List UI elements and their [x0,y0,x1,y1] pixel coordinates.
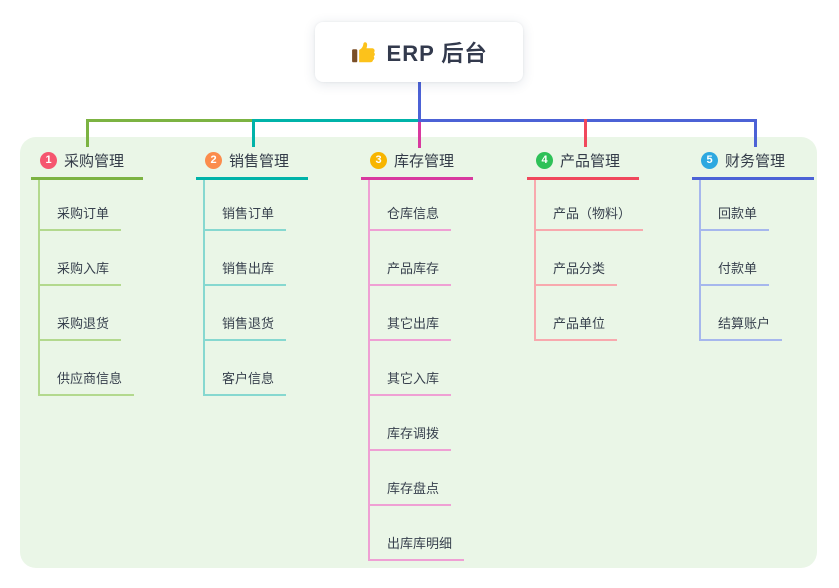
mindmap-node[interactable]: 采购订单 [40,180,122,231]
node-label: 客户信息 [222,371,275,386]
node-label: 库存盘点 [387,481,440,496]
node-label: 回款单 [718,206,758,221]
node-label: 采购订单 [57,206,110,221]
mindmap-node[interactable]: 回款单 [701,180,770,231]
node-label: 销售出库 [222,261,275,276]
mindmap-node[interactable]: 仓库信息 [370,180,452,231]
root-node-label: ERP 后台 [386,41,488,66]
node-label: 销售订单 [222,206,275,221]
branch-label: 库存管理 [394,153,455,170]
branch-header[interactable]: 4 产品管理 [527,150,639,180]
node-label: 付款单 [718,261,758,276]
mindmap-node[interactable]: 其它出库 [370,286,452,341]
edge-drop-purchase [86,119,89,147]
mindmap-node[interactable]: 销售订单 [205,180,287,231]
mindmap-node[interactable]: 产品库存 [370,231,452,286]
mindmap-node[interactable]: 结算账户 [701,286,783,341]
mindmap-node[interactable]: 采购退货 [40,286,122,341]
mindmap-panel [20,137,817,568]
node-label: 供应商信息 [57,371,123,386]
branch-children: 销售订单销售出库销售退货客户信息 [203,180,287,396]
mindmap-node[interactable]: 其它入库 [370,341,452,396]
edge-drop-inventory [418,122,421,148]
branch-label: 产品管理 [560,153,621,170]
node-label: 出库库明细 [387,536,453,551]
mindmap-node[interactable]: 库存调拨 [370,396,452,451]
thumbs-up-icon [351,39,377,65]
branch-number-badge: 1 [40,152,57,169]
mindmap-node[interactable]: 产品单位 [536,286,618,341]
branch-label: 财务管理 [725,153,786,170]
branch-5: 5 财务管理 回款单付款单结算账户 [692,150,814,341]
node-label: 采购退货 [57,316,110,331]
branch-header[interactable]: 5 财务管理 [692,150,814,180]
root-node[interactable]: ERP 后台 [315,22,523,82]
branch-children: 仓库信息产品库存其它出库其它入库库存调拨库存盘点出库库明细 [368,180,465,561]
branch-header[interactable]: 2 销售管理 [196,150,308,180]
edge-drop-finance [754,119,757,147]
branch-children: 产品（物料） 产品分类产品单位 [534,180,644,341]
node-label: 销售退货 [222,316,275,331]
node-label: 结算账户 [718,316,771,331]
branch-number-badge: 4 [536,152,553,169]
branch-children: 回款单付款单结算账户 [699,180,783,341]
branch-1: 1 采购管理 采购订单采购入库采购退货供应商信息 [31,150,143,396]
node-label: 其它入库 [387,371,440,386]
mindmap-node[interactable]: 付款单 [701,231,770,286]
node-label: 其它出库 [387,316,440,331]
branch-3: 3 库存管理 仓库信息产品库存其它出库其它入库库存调拨库存盘点出库库明细 [361,150,473,561]
branch-children: 采购订单采购入库采购退货供应商信息 [38,180,135,396]
mindmap-node[interactable]: 供应商信息 [40,341,135,396]
edge-drop-product [584,119,587,147]
branch-number-badge: 3 [370,152,387,169]
mindmap-node[interactable]: 出库库明细 [370,506,465,561]
branch-header[interactable]: 1 采购管理 [31,150,143,180]
mindmap-node[interactable]: 销售出库 [205,231,287,286]
mindmap-node[interactable]: 库存盘点 [370,451,452,506]
branch-label: 销售管理 [229,153,290,170]
node-label: 产品单位 [553,316,606,331]
node-label: 产品（物料） [553,206,632,221]
node-label: 仓库信息 [387,206,440,221]
branch-number-badge: 2 [205,152,222,169]
edge-bus-right [418,119,757,122]
branch-4: 4 产品管理 产品（物料） 产品分类产品单位 [527,150,644,341]
branch-2: 2 销售管理 销售订单销售出库销售退货客户信息 [196,150,308,396]
node-label: 产品分类 [553,261,606,276]
node-label: 产品库存 [387,261,440,276]
mindmap-node[interactable]: 产品分类 [536,231,618,286]
node-label: 库存调拨 [387,426,440,441]
edge-root-drop [418,82,421,122]
branch-number-badge: 5 [701,152,718,169]
mindmap-node[interactable]: 销售退货 [205,286,287,341]
mindmap-node[interactable]: 采购入库 [40,231,122,286]
node-label: 采购入库 [57,261,110,276]
branch-header[interactable]: 3 库存管理 [361,150,473,180]
mindmap-node[interactable]: 客户信息 [205,341,287,396]
edge-bus-mid [252,119,421,122]
mindmap-node[interactable]: 产品（物料） [536,180,644,231]
branch-label: 采购管理 [64,153,125,170]
edge-bus-left [86,119,255,122]
edge-drop-sales [252,119,255,147]
